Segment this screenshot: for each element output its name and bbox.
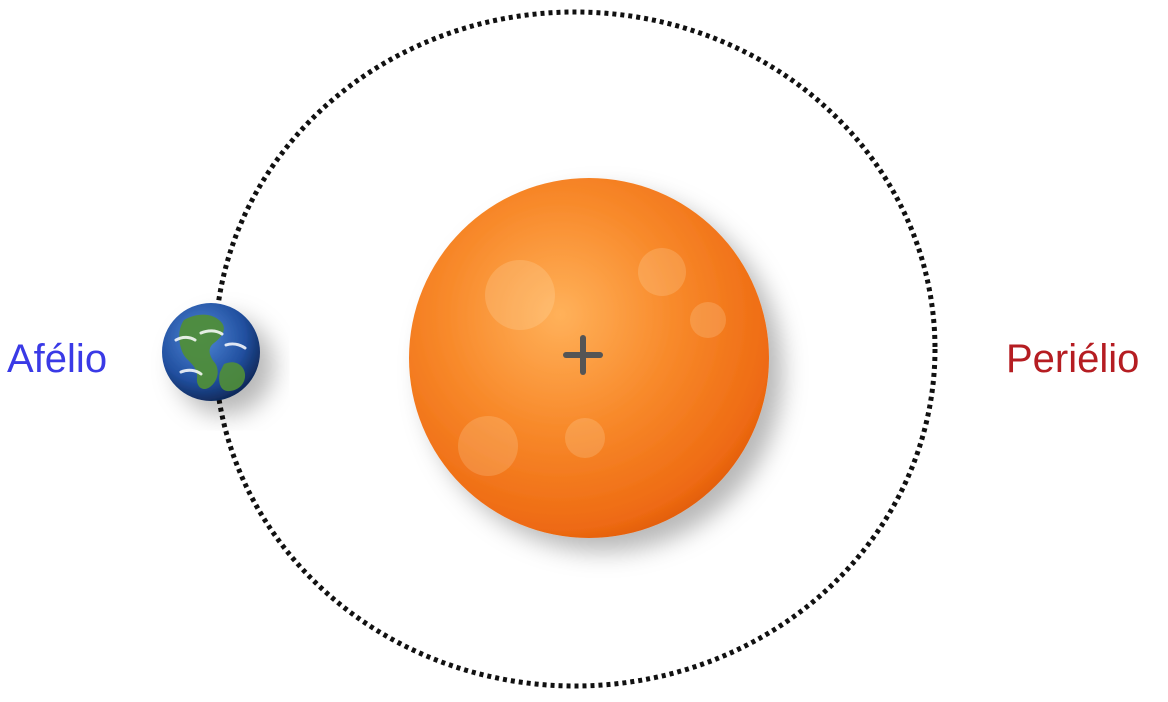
perihelion-label: Periélio xyxy=(1006,339,1139,379)
earth xyxy=(162,303,260,401)
sun xyxy=(409,178,769,538)
aphelion-label: Afélio xyxy=(7,339,107,379)
